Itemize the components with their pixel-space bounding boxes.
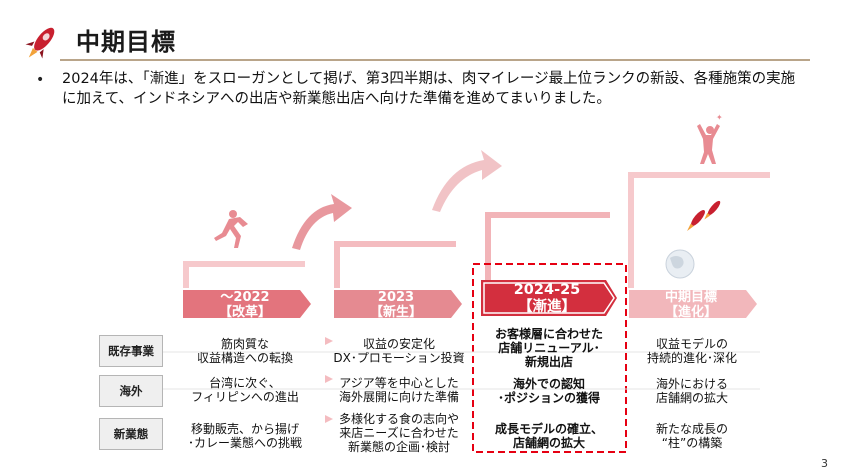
cell-c4-existing: 収益モデルの 持続的進化･深化 [646, 337, 737, 365]
step-1 [183, 261, 305, 288]
phase-arrow-1 [183, 290, 311, 318]
cell-c2-existing: 収益の安定化 DX･プロモーション投資 [333, 337, 465, 365]
cell-c1-new-format: 移動販売、から揚げ ･カレー業態への挑戦 [187, 422, 302, 450]
phase-label-2: 2023【新生】 [369, 290, 422, 320]
running-person-icon [214, 210, 248, 248]
page-title: 中期目標 [76, 28, 176, 56]
rocket-logo-icon [25, 27, 55, 59]
rocket-icon [687, 210, 705, 232]
cell-c3-overseas: 海外での認知 ･ポジションの獲得 [497, 377, 600, 405]
svg-text:✦: ✦ [716, 113, 723, 122]
growth-arrow-2 [432, 150, 502, 212]
title-divider [60, 59, 810, 61]
cell-c1-existing: 筋肉質な 収益構造への転換 [196, 337, 293, 365]
phase-label-4: 中期目標【進化】 [664, 290, 717, 320]
phase-arrow-3 [481, 280, 617, 316]
step-4 [628, 172, 770, 288]
cheering-person-icon: ✦ [697, 113, 723, 164]
rocket-icon [704, 200, 721, 220]
growth-arrow-1 [292, 194, 352, 250]
row-label-overseas: 海外 [99, 375, 163, 407]
phase-arrow-2 [334, 290, 462, 318]
focus-highlight-box [472, 263, 627, 453]
cell-c2-overseas: アジア等を中心とした 海外展開に向けた準備 [338, 376, 459, 404]
page-number: 3 [821, 457, 828, 470]
cell-c3-existing: お客様層に合わせた 店舗リニューアル･ 新規出店 [494, 327, 603, 369]
summary-text: 2024年は、「漸進」をスローガンとして掲げ、第3四半期は、肉マイレージ最上位ラ… [62, 71, 796, 107]
row-label-new-format: 新業態 [99, 418, 163, 450]
cell-c4-overseas: 海外における 店舗網の拡大 [655, 377, 728, 405]
globe-icon [665, 249, 695, 279]
step-2 [334, 241, 456, 288]
cell-c2-new-format: 多様化する食の志向や 来店ニーズに合わせた 新業態の企画･検討 [338, 412, 459, 454]
step-3 [485, 212, 610, 288]
cell-c3-new-format: 成長モデルの確立、 店舗網の拡大 [494, 422, 603, 450]
phase-arrow-4 [629, 290, 757, 318]
cell-c1-overseas: 台湾に次ぐ、 フィリピンへの進出 [191, 376, 299, 404]
bullet-marker: • [36, 72, 45, 88]
cell-c4-new-format: 新たな成長の “柱”の構築 [655, 422, 728, 450]
phase-label-3: 2024-25【漸進】 [513, 282, 581, 315]
row-label-existing: 既存事業 [99, 335, 163, 367]
phase-label-1: 〜2022【改革】 [218, 290, 271, 320]
